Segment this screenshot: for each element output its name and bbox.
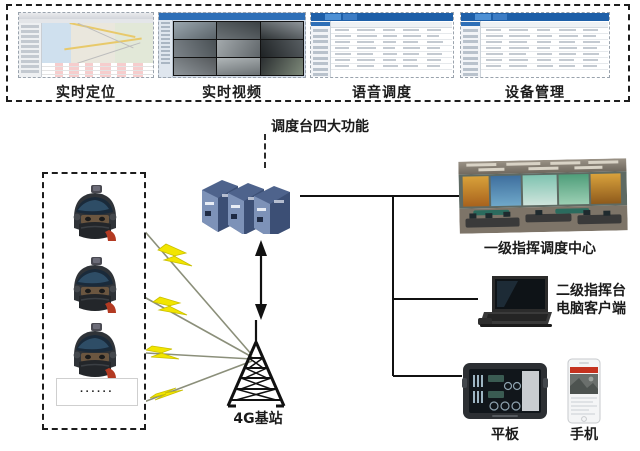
video-tile[interactable]	[174, 40, 217, 57]
phone-client-icon	[567, 358, 601, 424]
base-station-label: 4G基站	[233, 411, 283, 427]
uplink-arrow	[255, 240, 267, 320]
laptop-client-label: 二级指挥台 电脑客户端	[556, 282, 640, 318]
wall-screen	[522, 174, 558, 206]
video-tile[interactable]	[260, 58, 303, 75]
dashed-connector-functions-to-servers	[264, 134, 266, 168]
window-toolbar	[19, 19, 153, 23]
tab[interactable]	[343, 14, 357, 20]
dispatch-functions-caption: 调度台四大功能	[271, 119, 369, 135]
smart-helmet-icon	[64, 184, 126, 246]
wall-screen	[462, 176, 490, 207]
smart-helmet-icon	[64, 322, 126, 384]
panel-label: 实时视频	[202, 85, 262, 101]
window-titlebar	[159, 13, 305, 20]
more-devices-box: ······	[56, 378, 138, 406]
data-grid	[481, 22, 608, 76]
wall-screen	[490, 175, 522, 207]
field-devices-group: ······	[42, 172, 146, 430]
video-grid	[173, 21, 304, 76]
function-panel-realtime-video[interactable]: 实时视频	[158, 12, 306, 101]
screenshot-device-table	[460, 12, 610, 78]
screenshot-voice-table	[310, 12, 454, 78]
operations-floor	[459, 205, 628, 234]
laptop-client-icon	[478, 274, 556, 332]
screenshot-video-wall	[158, 12, 306, 78]
tab[interactable]	[493, 14, 507, 20]
laptop-label-line2: 电脑客户端	[556, 301, 626, 317]
function-panel-voice-dispatch[interactable]: 语音调度	[310, 12, 454, 101]
server-stack-icon	[200, 172, 296, 238]
map-data-table	[42, 63, 153, 77]
command-center-photo	[458, 158, 628, 234]
panel-label: 语音调度	[352, 85, 412, 101]
phone-client-label: 手机	[570, 427, 598, 443]
more-devices-label: ······	[80, 386, 114, 398]
video-tile[interactable]	[174, 22, 217, 39]
video-tile[interactable]	[174, 58, 217, 75]
map-water	[42, 23, 71, 63]
tablet-client-label: 平板	[491, 427, 519, 443]
base-station-tower-icon	[218, 320, 294, 410]
video-tile[interactable]	[217, 40, 260, 57]
video-tile[interactable]	[217, 22, 260, 39]
command-center-label: 一级指挥调度中心	[484, 241, 596, 257]
map-sidebar	[19, 23, 42, 77]
panel-label: 实时定位	[56, 85, 116, 101]
laptop-label-line1: 二级指挥台	[556, 283, 626, 299]
video-wall	[458, 171, 628, 209]
data-grid	[331, 22, 452, 76]
video-tile[interactable]	[260, 22, 303, 39]
wireless-link-lines	[127, 211, 253, 409]
lightning-bolt-icons	[144, 243, 193, 401]
nav-tree	[461, 21, 481, 77]
function-panel-device-management[interactable]: 设备管理	[460, 12, 610, 101]
video-tile[interactable]	[260, 40, 303, 57]
map-canvas	[42, 23, 153, 63]
wall-screen	[558, 174, 590, 205]
function-panel-realtime-location[interactable]: 实时定位	[18, 12, 154, 101]
wall-screen	[590, 173, 622, 204]
tab[interactable]	[325, 14, 341, 20]
panel-label: 设备管理	[505, 85, 565, 101]
video-tile[interactable]	[217, 58, 260, 75]
tab[interactable]	[475, 14, 491, 20]
window-titlebar	[311, 13, 453, 21]
tablet-client-icon	[462, 362, 548, 420]
screenshot-map-gis	[18, 12, 154, 78]
nav-tree	[311, 21, 331, 77]
camera-list-sidebar	[159, 20, 173, 77]
window-titlebar	[461, 13, 609, 21]
smart-helmet-icon	[64, 256, 126, 318]
dispatch-functions-group: 实时定位 实时视频	[6, 4, 630, 102]
